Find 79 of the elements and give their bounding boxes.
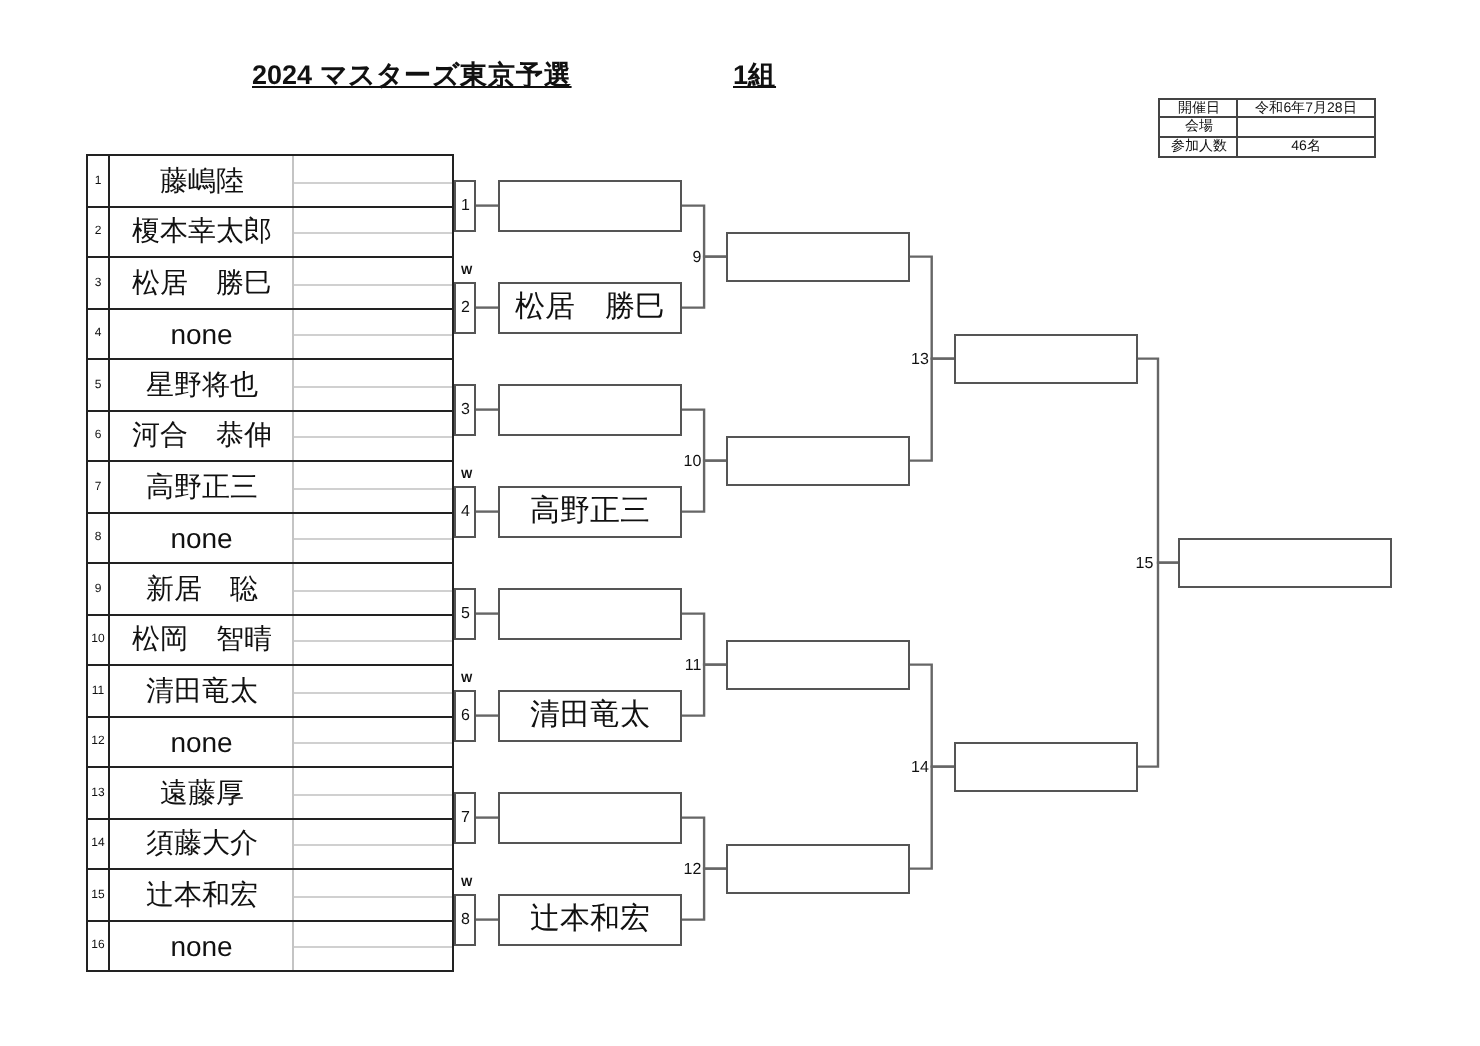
bracket-line xyxy=(476,204,499,207)
entry-row xyxy=(85,205,454,259)
title: 2024 マスターズ東京予選 xyxy=(252,57,572,91)
player-name: 星野将也 xyxy=(143,365,260,404)
result-box xyxy=(498,588,682,640)
player-name: none xyxy=(168,928,235,967)
player-name: 辻本和宏 xyxy=(143,875,260,914)
entry-row xyxy=(85,766,454,820)
match-number-box: 7 xyxy=(454,792,476,844)
bracket-line xyxy=(909,357,954,462)
entry-row xyxy=(85,460,454,514)
bracket-line xyxy=(476,918,499,921)
entry-row xyxy=(85,358,454,412)
player-name: 藤嶋陸 xyxy=(157,161,246,200)
entry-row xyxy=(85,613,454,667)
bracket-line xyxy=(476,816,499,819)
result-box xyxy=(954,741,1138,793)
entry-row xyxy=(85,154,454,208)
entry-row xyxy=(85,715,454,769)
match-number-box: 2 xyxy=(454,282,476,334)
bracket-line xyxy=(476,612,499,615)
result-box xyxy=(726,231,910,283)
player-name: none xyxy=(168,316,235,355)
match-number: 9 xyxy=(692,247,702,266)
match-number: 13 xyxy=(911,349,929,368)
player-name: 清田竜太 xyxy=(143,671,260,710)
match-number: 11 xyxy=(684,655,702,674)
match-number-box: 6 xyxy=(454,690,476,742)
result-box xyxy=(498,180,682,232)
match-number-box: 8 xyxy=(454,894,476,946)
match-number-box: 5 xyxy=(454,588,476,640)
match-number-box: 4 xyxy=(454,486,476,538)
group-label: 1組 xyxy=(733,57,777,91)
match-number: 10 xyxy=(683,451,702,470)
result-box: 辻本和宏 xyxy=(498,894,682,946)
entry-row xyxy=(85,562,454,616)
match-number-box: 3 xyxy=(454,384,476,436)
result-box: 高野正三 xyxy=(498,486,682,538)
bracket-line xyxy=(681,867,727,921)
player-name: 榎本幸太郎 xyxy=(129,212,274,251)
entry-row xyxy=(85,817,454,871)
entry-row xyxy=(85,409,454,463)
bracket-line xyxy=(681,459,727,513)
player-name: 高野正三 xyxy=(143,467,260,506)
result-box xyxy=(954,333,1138,385)
result-box xyxy=(726,639,910,691)
entry-row xyxy=(85,868,454,922)
player-name: 河合 恭伸 xyxy=(129,416,274,455)
result-box xyxy=(1178,537,1393,589)
bracket-line xyxy=(681,663,727,717)
entry-row xyxy=(85,511,454,565)
bracket-line xyxy=(909,765,954,870)
player-name: none xyxy=(168,520,235,559)
entry-row xyxy=(85,307,454,361)
entry-row xyxy=(85,256,454,310)
result-box xyxy=(726,843,910,895)
result-box: 清田竜太 xyxy=(498,690,682,742)
match-number-box: 1 xyxy=(454,180,476,232)
entry-row xyxy=(85,664,454,718)
bracket-line xyxy=(476,306,499,309)
player-name: 須藤大介 xyxy=(143,824,260,863)
result-box xyxy=(498,384,682,436)
player-name: 遠藤厚 xyxy=(157,773,246,812)
player-name: 松岡 智晴 xyxy=(129,620,274,659)
bracket-line xyxy=(476,510,499,513)
bracket-line xyxy=(476,714,499,717)
player-name: 新居 聡 xyxy=(143,569,260,608)
result-box xyxy=(726,435,910,487)
match-number: 12 xyxy=(683,859,702,878)
result-box: 松居 勝巳 xyxy=(498,282,682,334)
bracket-line xyxy=(1137,561,1179,768)
player-name: 松居 勝巳 xyxy=(129,263,274,302)
bracket-line xyxy=(476,408,499,411)
result-box xyxy=(498,792,682,844)
match-number: 14 xyxy=(911,757,929,776)
entry-row xyxy=(85,919,454,973)
bracket-line xyxy=(681,255,727,309)
match-number: 15 xyxy=(1135,553,1154,572)
player-name: none xyxy=(168,724,235,763)
